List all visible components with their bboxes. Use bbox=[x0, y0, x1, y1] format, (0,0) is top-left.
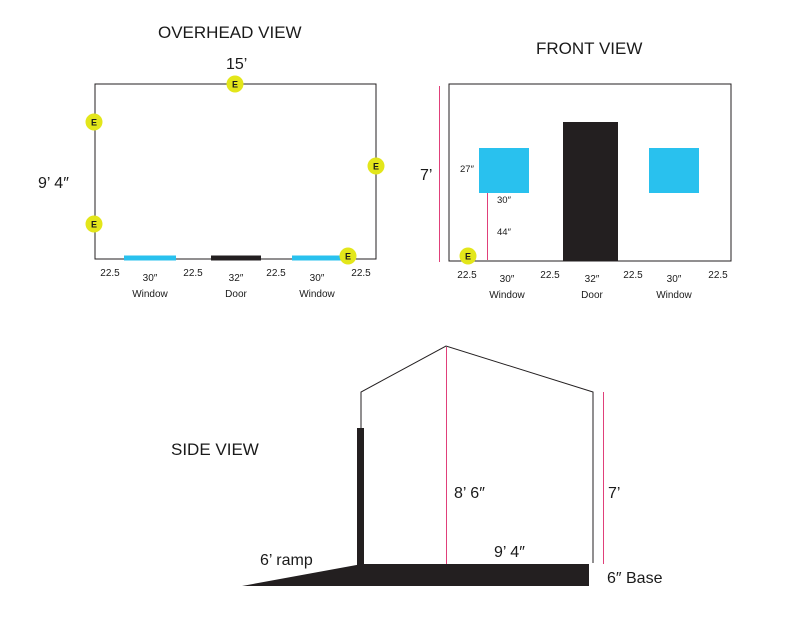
outlet-icon: E bbox=[85, 215, 103, 233]
overhead-opening-size: 30″ bbox=[143, 273, 158, 284]
outlet-icon: E bbox=[226, 75, 244, 93]
svg-text:E: E bbox=[232, 80, 238, 90]
overhead-window-right bbox=[292, 255, 342, 261]
front-window-left bbox=[479, 148, 529, 193]
front-opening-name: Door bbox=[581, 290, 603, 301]
front-spacing-label: 22.5 bbox=[623, 270, 643, 281]
front-window-height-label: 27″ bbox=[460, 164, 475, 175]
overhead-opening-size: 32″ bbox=[229, 273, 244, 284]
overhead-opening-name: Window bbox=[299, 289, 335, 300]
front-window-width-label: 30″ bbox=[497, 195, 512, 206]
overhead-opening-name: Window bbox=[132, 289, 168, 300]
front-spacing-label: 22.5 bbox=[540, 270, 560, 281]
svg-text:E: E bbox=[373, 162, 379, 172]
overhead-window-left bbox=[124, 255, 176, 261]
front-window-right bbox=[649, 148, 699, 193]
side-base-label: 6″ Base bbox=[607, 570, 663, 587]
overhead-spacing-label: 22.5 bbox=[266, 268, 286, 279]
front-opening-size: 32″ bbox=[585, 274, 600, 285]
side-peak-height-label: 8’ 6″ bbox=[454, 485, 485, 502]
overhead-view-title: OVERHEAD VIEW bbox=[158, 23, 302, 42]
overhead-room-outline bbox=[94, 83, 377, 260]
side-view: SIDE VIEW 8’ 6″ 7’ 9’ 4″ 6’ ramp 6″ Base bbox=[171, 345, 663, 587]
front-view-title: FRONT VIEW bbox=[536, 39, 642, 58]
overhead-spacing-label: 22.5 bbox=[183, 268, 203, 279]
overhead-view: OVERHEAD VIEW 15’ 9’ 4″ E E E E E 22.5 2… bbox=[38, 23, 385, 300]
svg-text:E: E bbox=[465, 252, 471, 262]
overhead-opening-size: 30″ bbox=[310, 273, 325, 284]
overhead-spacing-label: 22.5 bbox=[351, 268, 371, 279]
front-opening-size: 30″ bbox=[500, 274, 515, 285]
front-opening-size: 30″ bbox=[667, 274, 682, 285]
front-door bbox=[563, 122, 618, 261]
svg-text:E: E bbox=[345, 252, 351, 262]
front-height-label: 7’ bbox=[420, 167, 432, 184]
front-sill-height-label: 44″ bbox=[497, 227, 512, 238]
front-spacing-label: 22.5 bbox=[708, 270, 728, 281]
outlet-icon: E bbox=[85, 113, 103, 131]
svg-text:E: E bbox=[91, 220, 97, 230]
side-wall-outline bbox=[360, 345, 594, 563]
overhead-depth-label: 9’ 4″ bbox=[38, 175, 69, 192]
svg-text:E: E bbox=[91, 118, 97, 128]
side-door bbox=[357, 428, 364, 565]
overhead-opening-name: Door bbox=[225, 289, 247, 300]
overhead-door bbox=[211, 255, 261, 261]
front-spacing-label: 22.5 bbox=[457, 270, 477, 281]
outlet-icon: E bbox=[367, 157, 385, 175]
overhead-spacing-label: 22.5 bbox=[100, 268, 120, 279]
outlet-icon: E bbox=[459, 247, 477, 265]
side-base-and-ramp bbox=[242, 564, 589, 586]
front-opening-name: Window bbox=[656, 290, 692, 301]
side-ramp-label: 6’ ramp bbox=[260, 552, 313, 569]
outlet-icon: E bbox=[339, 247, 357, 265]
front-view: FRONT VIEW 7’ 27″ 30″ 44″ E 22.5 22.5 22… bbox=[420, 39, 732, 301]
side-depth-label: 9’ 4″ bbox=[494, 544, 525, 561]
front-opening-name: Window bbox=[489, 290, 525, 301]
side-wall-height-label: 7’ bbox=[608, 485, 620, 502]
overhead-width-label: 15’ bbox=[226, 56, 247, 73]
side-view-title: SIDE VIEW bbox=[171, 440, 259, 459]
